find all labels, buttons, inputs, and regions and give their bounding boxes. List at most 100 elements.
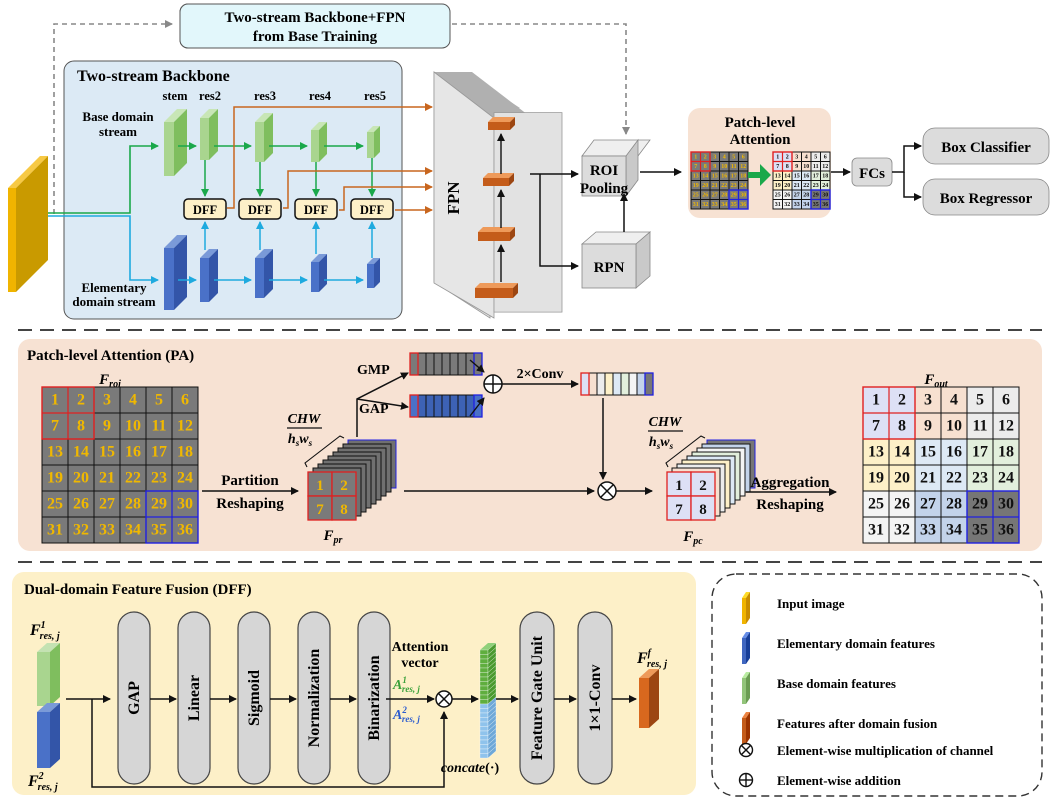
out-grid-number: 15 — [920, 444, 936, 461]
out-grid-number: 29 — [972, 496, 988, 513]
out-grid-number: 14 — [894, 444, 910, 461]
roi-grid-cell: 26 — [67, 490, 95, 518]
mini-roi-grid-number: 9 — [713, 164, 716, 170]
roi-grid-number: 32 — [73, 522, 89, 539]
mini-out-grid-number: 19 — [775, 183, 781, 189]
mini-roi-grid-cell: 26 — [700, 189, 711, 200]
out-grid-cell: 18 — [992, 438, 1020, 466]
mini-out-grid-cell: 28 — [801, 189, 812, 200]
roi-grid-cell: 34 — [119, 516, 147, 544]
mini-out-grid-number: 1 — [776, 154, 779, 160]
mini-roi-grid-cell: 10 — [719, 161, 730, 172]
input-to-elementary-arrow — [48, 215, 159, 284]
fpn-side-face — [433, 71, 495, 319]
gmp-label: GMP — [357, 363, 390, 378]
concat-channel — [479, 699, 489, 705]
mini-out-grid-cell: 8 — [782, 161, 793, 172]
box-regressor-label: Box Regressor — [940, 191, 1033, 207]
legend-label: Input image — [777, 596, 845, 611]
input-image-block — [8, 156, 48, 292]
mini-out-grid-number: 22 — [803, 183, 809, 189]
pa-mini-arrow — [748, 164, 771, 186]
pa-box-line2: Attention — [730, 132, 791, 148]
roi-grid-number: 25 — [47, 496, 63, 513]
out-grid-number: 34 — [946, 522, 962, 539]
roi-grid-number: 17 — [151, 444, 167, 461]
f-pc-label: Fpc — [682, 529, 703, 547]
out-grid-number: 19 — [868, 470, 884, 487]
feature-gate-unit: Feature Gate Unit — [519, 611, 555, 785]
stage-label-res3: res3 — [254, 89, 276, 103]
dff-block-binarization: Binarization — [357, 611, 391, 785]
dff-block-label: Linear — [186, 675, 203, 721]
elementary-stream-label-line1: Elementary — [82, 280, 147, 295]
out-grid-number: 2 — [898, 392, 906, 409]
elementary-domain-blocks — [164, 235, 380, 310]
dff-label: DFF — [304, 203, 329, 217]
roi-grid-cell: 33 — [93, 516, 121, 544]
mini-out-grid-cell: 21 — [791, 180, 802, 191]
out-grid-cell: 13 — [862, 438, 890, 466]
mini-roi-grid-cell: 20 — [700, 180, 711, 191]
mini-out-grid-number: 32 — [784, 202, 790, 208]
fpc-stack-number: 1 — [675, 478, 683, 494]
out-grid-number: 36 — [998, 522, 1014, 539]
mini-out-grid-number: 25 — [775, 192, 781, 198]
gap-vector-cell — [417, 394, 427, 418]
fusion-arrows — [227, 103, 433, 214]
roi-grid-cell: 16 — [119, 438, 147, 466]
mini-out-grid-cell: 26 — [782, 189, 793, 200]
mini-roi-grid-number: 12 — [740, 164, 746, 170]
fcs-to-regressor-arrow — [903, 172, 922, 201]
fpc-stack-number: 2 — [699, 478, 707, 494]
out-grid-cell: 33 — [914, 516, 942, 544]
roi-grid-cell: 19 — [41, 464, 69, 492]
roi-grid-number: 24 — [177, 470, 193, 487]
mini-out-grid-number: 6 — [824, 154, 827, 160]
out-grid-number: 35 — [972, 522, 988, 539]
mini-roi-grid-number: 17 — [731, 173, 737, 179]
legend-item: Element-wise multiplication of channel — [738, 742, 994, 758]
roi-grid-cell: 18 — [171, 438, 199, 466]
out-grid-number: 4 — [950, 392, 958, 409]
mini-out-grid-number: 18 — [822, 173, 828, 179]
mini-roi-grid-cell: 7 — [690, 161, 701, 172]
conv-vector-cell — [620, 372, 630, 396]
roi-grid-cell: 24 — [171, 464, 199, 492]
out-grid-cell: 27 — [914, 490, 942, 518]
out-grid-cell: 3 — [914, 386, 942, 414]
mini-roi-grid-cell: 6 — [738, 151, 749, 162]
mini-out-grid-number: 21 — [794, 183, 800, 189]
concat-channel — [479, 708, 489, 714]
out-grid-number: 25 — [868, 496, 884, 513]
stage-label-stem: stem — [163, 89, 189, 103]
mini-roi-grid-number: 31 — [693, 202, 699, 208]
concat-channel — [479, 721, 489, 727]
mini-out-grid-cell: 27 — [791, 189, 802, 200]
rpn-label: RPN — [594, 260, 625, 276]
mini-roi-grid-cell: 36 — [738, 199, 749, 210]
dff-block-label: Sigmoid — [246, 670, 263, 726]
legend-item: Input image — [742, 592, 845, 624]
mini-roi-grid-cell: 11 — [728, 161, 739, 172]
out-grid-number: 11 — [972, 418, 987, 435]
mini-out-grid-number: 28 — [803, 192, 809, 198]
roi-grid-cell: 30 — [171, 490, 199, 518]
mini-roi-grid-cell: 16 — [719, 170, 730, 181]
concat-channel — [479, 658, 489, 664]
fpr-stack-number: 8 — [340, 502, 348, 518]
out-grid-cell: 9 — [914, 412, 942, 440]
out-grid-number: 17 — [972, 444, 988, 461]
gap-label: GAP — [359, 402, 389, 417]
mini-roi-grid-cell: 33 — [709, 199, 720, 210]
legend-item: Features after domain fusion — [742, 712, 938, 744]
mini-roi-grid-number: 1 — [694, 154, 697, 160]
gap-vector-cell — [441, 394, 451, 418]
mini-roi-grid-number: 27 — [712, 192, 718, 198]
gap-vector-cell — [409, 394, 419, 418]
mini-roi-grid-number: 16 — [721, 173, 727, 179]
